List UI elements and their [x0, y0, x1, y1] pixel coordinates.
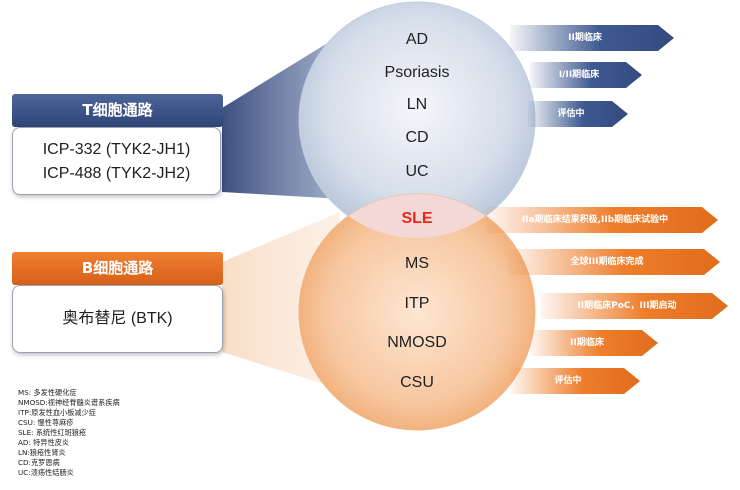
status-arrow-nmosd: II期临床: [530, 330, 658, 356]
legend-item: CSU: 慢性荨麻疹: [18, 418, 74, 427]
drug-icp-332: ICP-332 (TYK2-JH1): [42, 141, 191, 158]
indication-ms: MS: [405, 255, 429, 272]
status-arrow-itp: II期临床PoC，III期启动: [540, 293, 728, 319]
drug-orelabrutinib: 奥布替尼 (BTK): [62, 310, 173, 327]
legend-item: UC:溃疡性结肠炎: [18, 468, 74, 477]
legend-item: SLE: 系统性红斑狼疮: [18, 428, 87, 437]
status-arrow-ln: 评估中: [528, 101, 628, 127]
indication-ad: AD: [405, 31, 429, 48]
indication-uc: UC: [405, 163, 429, 180]
status-arrow-psoriasis: I/II期临床: [530, 62, 642, 88]
indication-psoriasis: Psoriasis: [384, 64, 450, 81]
indication-cd: CD: [405, 129, 429, 146]
t-pathway-drug-box: ICP-332 (TYK2-JH1) ICP-488 (TYK2-JH2): [12, 127, 221, 195]
legend-item: LN:狼疮性肾炎: [18, 448, 66, 457]
indication-itp: ITP: [404, 295, 430, 312]
indication-sle: SLE: [401, 210, 433, 227]
indication-nmosd: NMOSD: [387, 334, 447, 351]
b-pathway-drug-box: 奥布替尼 (BTK): [12, 285, 223, 353]
t-pathway-title: T细胞通路: [12, 94, 223, 127]
status-arrow-sle: IIa期临床结果积极,IIb期临床试验中: [486, 207, 718, 233]
indication-csu: CSU: [400, 374, 434, 391]
legend-item: CD:克罗恩病: [18, 458, 60, 467]
status-arrow-ms: 全球III期临床完成: [508, 249, 720, 275]
legend-item: ITP:原发性血小板减少症: [18, 408, 96, 417]
b-pathway-title: B细胞通路: [12, 252, 223, 285]
status-arrow-ad: II期临床: [510, 25, 674, 51]
legend-item: NMOSD:视神经脊髓炎谱系疾病: [18, 398, 120, 407]
legend-item: AD: 特异性皮炎: [18, 438, 70, 447]
legend-item: MS: 多发性硬化症: [18, 388, 77, 397]
status-arrow-csu: 评估中: [510, 368, 640, 394]
indication-ln: LN: [406, 96, 428, 113]
drug-icp-488: ICP-488 (TYK2-JH2): [42, 165, 191, 182]
abbreviation-legend: MS: 多发性硬化症 NMOSD:视神经脊髓炎谱系疾病 ITP:原发性血小板减少…: [18, 388, 198, 478]
